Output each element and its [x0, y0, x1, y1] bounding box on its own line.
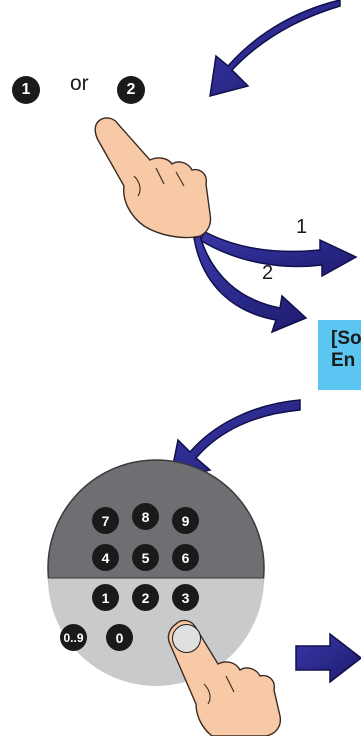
- keypad-key-label: 5: [142, 550, 150, 566]
- keypad-key-enter: [172, 624, 201, 653]
- keypad-key-8-up: 8: [132, 503, 159, 530]
- keypad-key-label: 6: [182, 550, 190, 566]
- keypad-key-0: 0: [106, 624, 133, 651]
- curved-arrow-icon: [210, 0, 340, 96]
- keypad-key-3: 3: [172, 584, 199, 611]
- pointing-hand-icon: [95, 118, 210, 238]
- keypad-key-label: 9: [182, 513, 190, 529]
- keypad-key-label: 8: [142, 509, 150, 525]
- key-2-label: 2: [127, 81, 136, 99]
- curved-arrow-icon: [200, 232, 356, 276]
- keypad-key-5: 5: [132, 544, 159, 571]
- keypad-key-7: 7: [92, 507, 119, 534]
- keypad-key-0-9: 0..9: [60, 624, 87, 651]
- keypad-key-label: 3: [182, 590, 190, 606]
- keypad-key-label: 1: [102, 590, 110, 606]
- keypad-key-6-right: 6: [172, 544, 199, 571]
- path-label-2: 2: [262, 262, 273, 285]
- key-2-badge: 2: [117, 76, 145, 104]
- key-1-badge: 1: [12, 76, 40, 104]
- keypad-key-label: 2: [142, 590, 150, 606]
- keypad-key-2-down: 2: [132, 584, 159, 611]
- keypad-key-label: 4: [102, 550, 110, 566]
- callout-line-2: En: [331, 350, 355, 372]
- keypad-key-label: 7: [102, 513, 110, 529]
- keypad-key-9: 9: [172, 507, 199, 534]
- keypad-key-4-left: 4: [92, 544, 119, 571]
- keypad-key-1: 1: [92, 584, 119, 611]
- or-text: or: [70, 72, 89, 96]
- callout-line-1: [So: [331, 328, 361, 350]
- right-arrow-icon: [296, 634, 361, 682]
- key-1-label: 1: [22, 81, 31, 99]
- keypad-key-label: 0..9: [63, 631, 83, 645]
- keypad-key-label: 0: [116, 630, 124, 646]
- keypad-icon: [48, 460, 264, 686]
- path-label-1: 1: [296, 216, 307, 239]
